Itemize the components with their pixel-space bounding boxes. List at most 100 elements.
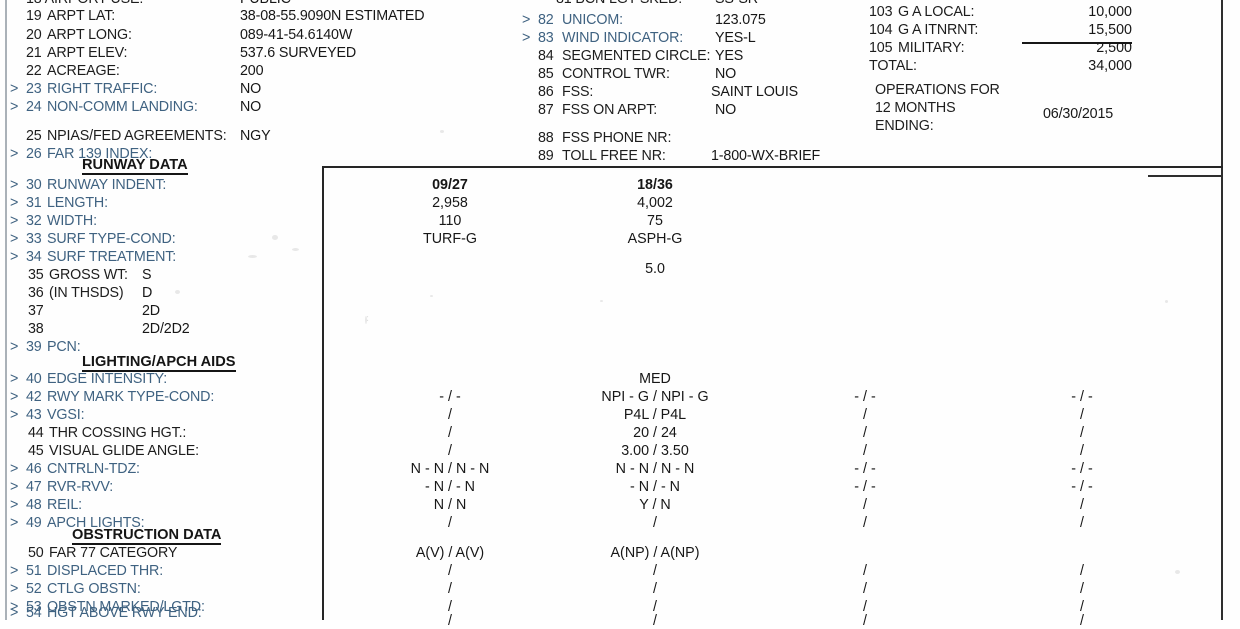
- field-83-marker: >: [522, 30, 531, 46]
- field-33-label: 33: [26, 231, 42, 247]
- field-38-inline: 2D/2D2: [142, 321, 190, 337]
- field-53-label: 53: [26, 599, 42, 615]
- field-84-value: YES: [715, 48, 744, 64]
- field-32-marker: >: [10, 213, 19, 229]
- rwy-col2-apch-lights: /: [653, 515, 657, 531]
- field-46-label: 46: [26, 461, 42, 477]
- rwy-col1-indent: 09/27: [432, 177, 468, 193]
- field-30-text: RUNWAY INDENT:: [47, 177, 167, 193]
- rwy-col2-far77-category: A(NP) / A(NP): [610, 545, 700, 561]
- field-24-value: NO: [240, 99, 262, 115]
- rwy-col3-displaced-thr: /: [863, 563, 867, 579]
- field-103-text: G A LOCAL:: [898, 4, 975, 20]
- field-105-label: 105: [869, 40, 893, 56]
- ops-caption-line2: 12 MONTHS: [875, 100, 956, 116]
- field-42-text: RWY MARK TYPE-COND:: [47, 389, 215, 405]
- field-22-text: ACREAGE:: [47, 63, 120, 79]
- field-89-label: 89: [538, 148, 554, 164]
- ops-caption-line3: ENDING:: [875, 118, 934, 134]
- field-33-text: SURF TYPE-COND:: [47, 231, 176, 247]
- rwy-col1-displaced-thr: /: [448, 563, 452, 579]
- field-83-label: 83: [538, 30, 554, 46]
- rwy-col4-thr-crossing-hgt: /: [1080, 425, 1084, 441]
- field-22-value: 200: [240, 63, 264, 79]
- field-23-marker: >: [10, 81, 19, 97]
- runway-data-box: [322, 166, 1223, 620]
- field-38-label: 38: [28, 321, 44, 337]
- field-87-text: FSS ON ARPT:: [562, 102, 658, 118]
- rwy-col1-length: 2,958: [432, 195, 468, 211]
- rwy-col3-thr-crossing-hgt: /: [863, 425, 867, 441]
- field-30-marker: >: [10, 177, 19, 193]
- field-82-text: UNICOM:: [562, 12, 623, 28]
- field-19-text: ARPT LAT:: [47, 8, 116, 24]
- field-39-text: PCN:: [47, 339, 81, 355]
- field-34-marker: >: [10, 249, 19, 265]
- field-37-inline: 2D: [142, 303, 160, 319]
- field-83-text: WIND INDICATOR:: [562, 30, 684, 46]
- field-36-text: (IN THSDS): [49, 285, 124, 301]
- field-42-marker: >: [10, 389, 19, 405]
- field-52-marker: >: [10, 581, 19, 597]
- field-103-label: 103: [869, 4, 893, 20]
- field-20-text: ARPT LONG:: [47, 27, 132, 43]
- total-value: 34,000: [1088, 58, 1132, 74]
- field-47-label: 47: [26, 479, 42, 495]
- field-43-text: VGSI:: [47, 407, 85, 423]
- total-label: TOTAL:: [869, 58, 917, 74]
- field-43-marker: >: [10, 407, 19, 423]
- field-47-text: RVR-RVV:: [47, 479, 114, 495]
- field-82-label: 82: [538, 12, 554, 28]
- field-39-label: 39: [26, 339, 42, 355]
- rwy-col3-rvr-rvv: - / -: [854, 479, 876, 495]
- rwy-col1-reil: N / N: [433, 497, 467, 513]
- field-35-inline: S: [142, 267, 152, 283]
- field-32-label: 32: [26, 213, 42, 229]
- ops-ending-date: 06/30/2015: [1043, 106, 1114, 122]
- field-35-text: GROSS WT:: [49, 267, 128, 283]
- field-25-text: NPIAS/FED AGREEMENTS:: [47, 128, 227, 144]
- field-54-text: HGT ABOVE RWY END:: [47, 605, 202, 621]
- field-103-value: 10,000: [1088, 4, 1132, 20]
- field-23-label: 23: [26, 81, 42, 97]
- bcn-lgt-sked-value: SS-SR: [715, 0, 758, 5]
- field-84-text: SEGMENTED CIRCLE:: [562, 48, 711, 64]
- rwy-col4-cntrln-tdz: - / -: [1071, 461, 1093, 477]
- rwy-col1-cntrln-tdz: N - N / N - N: [410, 461, 490, 477]
- field-21-text: ARPT ELEV:: [47, 45, 128, 61]
- field-48-marker: >: [10, 497, 19, 513]
- field-85-value: NO: [715, 66, 737, 82]
- rwy-col1-thr-crossing-hgt: /: [448, 425, 452, 441]
- field-33-marker: >: [10, 231, 19, 247]
- field-89-text: TOLL FREE NR:: [562, 148, 666, 164]
- field-40-marker: >: [10, 371, 19, 387]
- field-49-marker: >: [10, 515, 19, 531]
- field-44-text: THR COSSING HGT.:: [49, 425, 187, 441]
- rwy-col2-ctlg-obstn: /: [653, 581, 657, 597]
- field-86-value: SAINT LOUIS: [711, 84, 799, 100]
- field-34-text: SURF TREATMENT:: [47, 249, 177, 265]
- airport-use-value: PUBLIC: [240, 0, 291, 5]
- field-31-text: LENGTH:: [47, 195, 108, 211]
- field-54-label: 54: [26, 605, 42, 621]
- rwy-col1-surf-type-cond: TURF-G: [423, 231, 477, 247]
- rwy-col1-visual-glide-angle: /: [448, 443, 452, 459]
- rwy-col3-cntrln-tdz: - / -: [854, 461, 876, 477]
- field-26-text: FAR 139 INDEX:: [47, 146, 153, 162]
- field-88-label: 88: [538, 130, 554, 146]
- rwy-col2-gross-wt-2d2d2: 5.0: [645, 261, 665, 277]
- field-83-value: YES-L: [715, 30, 756, 46]
- rwy-col4-rwy-mark-type-cond: - / -: [1071, 389, 1093, 405]
- field-37-label: 37: [28, 303, 44, 319]
- field-105-text: MILITARY:: [898, 40, 965, 56]
- rwy-col2-width: 75: [647, 213, 663, 229]
- rwy-col1-apch-lights: /: [448, 515, 452, 531]
- field-53-marker: >: [10, 599, 19, 615]
- rwy-col4-apch-lights: /: [1080, 515, 1084, 531]
- field-20-label: 20: [26, 27, 42, 43]
- rwy-col3-vgsi: /: [863, 407, 867, 423]
- right-margin-rule: [1221, 0, 1223, 620]
- field-45-text: VISUAL GLIDE ANGLE:: [49, 443, 199, 459]
- field-47-marker: >: [10, 479, 19, 495]
